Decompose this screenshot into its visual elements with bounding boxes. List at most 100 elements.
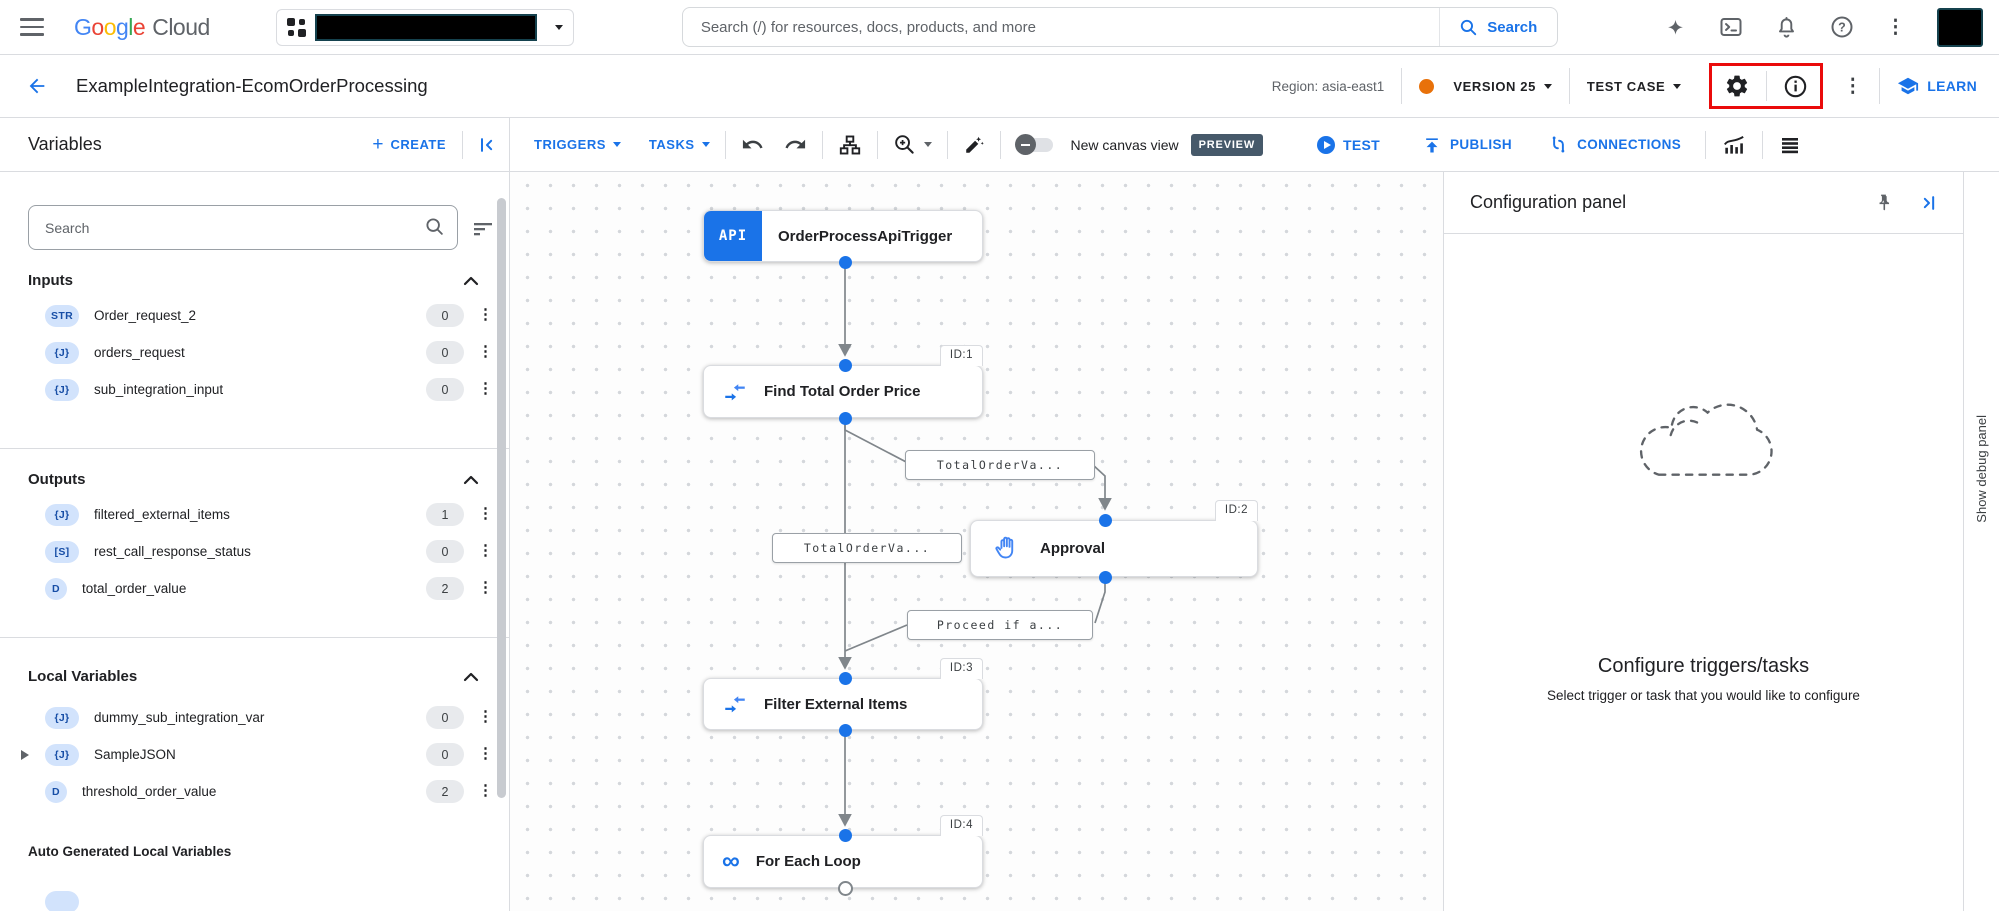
main-area: Inputs STR Order_request_2 0 ⋮ {J} order… [0,172,1999,911]
test-button[interactable]: TEST [1317,135,1380,154]
expand-arrow-icon[interactable] [21,749,29,760]
variable-name: Order_request_2 [94,308,197,323]
chevron-down-icon [554,24,563,30]
variable-row[interactable]: D threshold_order_value 2 ⋮ [45,773,493,810]
cloud-shell-icon[interactable] [1719,15,1743,39]
divider [0,448,509,449]
chevron-up-icon[interactable] [463,672,479,682]
integration-canvas[interactable]: API OrderProcessApiTrigger ID:1 Find Tot… [510,172,1443,911]
variable-row[interactable]: {J} orders_request 0 ⋮ [45,334,493,371]
node-order-process-api-trigger[interactable]: API OrderProcessApiTrigger [703,210,983,262]
menu-icon[interactable] [20,18,44,36]
show-debug-panel-button[interactable]: Show debug panel [1974,415,1989,523]
cloud-illustration [1614,378,1794,503]
edit-wand-icon[interactable] [963,134,985,156]
row-menu-icon[interactable]: ⋮ [478,343,493,361]
connector-dot[interactable] [838,828,852,842]
row-menu-icon[interactable]: ⋮ [478,306,493,324]
section-title: Inputs [28,272,73,289]
node-label: OrderProcessApiTrigger [778,227,953,245]
version-label: VERSION 25 [1453,78,1536,94]
connector-dot[interactable] [838,723,852,737]
zoom-dropdown[interactable] [893,133,932,156]
redo-icon[interactable] [784,133,807,156]
undo-icon[interactable] [741,133,764,156]
more-options-icon[interactable]: ⋮ [1886,16,1905,38]
variable-row[interactable]: [S] rest_call_response_status 0 ⋮ [45,533,493,570]
connector-dot[interactable] [1098,570,1112,584]
connector-dot-open[interactable] [837,880,853,896]
edge-label[interactable]: TotalOrderVa... [905,450,1095,480]
row-menu-icon[interactable]: ⋮ [478,505,493,523]
new-canvas-view-toggle[interactable] [1014,134,1053,155]
play-icon [1317,135,1336,154]
metrics-icon[interactable] [1721,132,1747,158]
gemini-sparkle-icon[interactable] [1664,16,1687,39]
variable-row[interactable]: {J} filtered_external_items 1 ⋮ [45,496,493,533]
variable-row[interactable]: {J} SampleJSON 0 ⋮ [21,736,493,773]
variable-name: filtered_external_items [94,507,230,522]
variable-row[interactable] [45,883,493,911]
edge-label[interactable]: TotalOrderVa... [772,533,962,563]
pin-icon[interactable] [1874,193,1893,212]
triggers-dropdown[interactable]: TRIGGERS [534,137,621,152]
auto-layout-icon[interactable] [838,133,862,157]
variable-row[interactable]: {J} sub_integration_input 0 ⋮ [45,371,493,408]
test-label: TEST [1343,136,1380,153]
tasks-dropdown[interactable]: TASKS [649,137,710,152]
row-menu-icon[interactable]: ⋮ [478,782,493,800]
node-for-each-loop[interactable]: ID:4 ∞ For Each Loop [703,815,983,888]
logs-list-icon[interactable] [1778,133,1802,157]
section-header-local-variables: Local Variables [28,668,479,685]
row-menu-icon[interactable]: ⋮ [478,745,493,763]
debug-panel-strip: Show debug panel [1963,172,1999,911]
avatar[interactable] [1937,7,1983,47]
node-find-total-order-price[interactable]: ID:1 Find Total Order Price [703,345,983,418]
connector-dot[interactable] [838,255,852,269]
row-menu-icon[interactable]: ⋮ [478,542,493,560]
variables-search-input[interactable] [28,205,458,250]
collapse-right-icon[interactable] [1919,193,1939,213]
chevron-up-icon[interactable] [463,276,479,286]
section-title: Local Variables [28,668,138,685]
publish-button[interactable]: PUBLISH [1422,135,1512,155]
info-icon[interactable] [1783,74,1808,99]
learn-button[interactable]: LEARN [1897,75,1977,97]
version-dropdown[interactable]: VERSION 25 [1419,78,1552,94]
row-menu-icon[interactable]: ⋮ [478,579,493,597]
more-actions-icon[interactable]: ⋮ [1843,75,1863,97]
sidebar-scrollbar[interactable] [497,198,506,798]
row-menu-icon[interactable]: ⋮ [478,380,493,398]
connector-dot[interactable] [838,358,852,372]
chevron-up-icon[interactable] [463,475,479,485]
help-icon[interactable]: ? [1830,15,1854,39]
connections-button[interactable]: CONNECTIONS [1548,134,1681,155]
connector-dot[interactable] [1098,513,1112,527]
data-mapping-icon [722,379,748,405]
node-filter-external-items[interactable]: ID:3 Filter External Items [703,658,983,730]
global-search-input[interactable] [682,8,1439,46]
global-search-button[interactable]: Search [1438,8,1557,46]
back-arrow-icon[interactable] [26,75,48,97]
notifications-bell-icon[interactable] [1775,16,1798,39]
variable-row[interactable]: STR Order_request_2 0 ⋮ [45,297,493,334]
variable-row[interactable]: D total_order_value 2 ⋮ [45,570,493,607]
logo-letter: G [74,13,92,40]
collapse-panel-icon[interactable] [477,135,497,155]
type-badge: {J} [45,706,79,729]
connector-dot[interactable] [838,411,852,425]
variable-row[interactable]: {J} dummy_sub_integration_var 0 ⋮ [45,699,493,736]
edge-label[interactable]: Proceed if a... [907,610,1093,640]
editor-toolbar: Variables + CREATE TRIGGERS TASKS [0,118,1999,172]
connector-dot[interactable] [838,671,852,685]
node-label: For Each Loop [755,853,861,870]
row-menu-icon[interactable]: ⋮ [478,708,493,726]
project-selector[interactable] [275,8,574,46]
logo-cloud-text: Cloud [152,13,210,40]
node-approval[interactable]: ID:2 Approval [970,500,1258,577]
test-case-dropdown[interactable]: TEST CASE [1587,79,1682,94]
settings-gear-icon[interactable] [1724,73,1750,99]
create-variable-button[interactable]: + CREATE [372,135,446,154]
divider [946,130,948,159]
sort-filter-icon[interactable] [471,216,495,240]
